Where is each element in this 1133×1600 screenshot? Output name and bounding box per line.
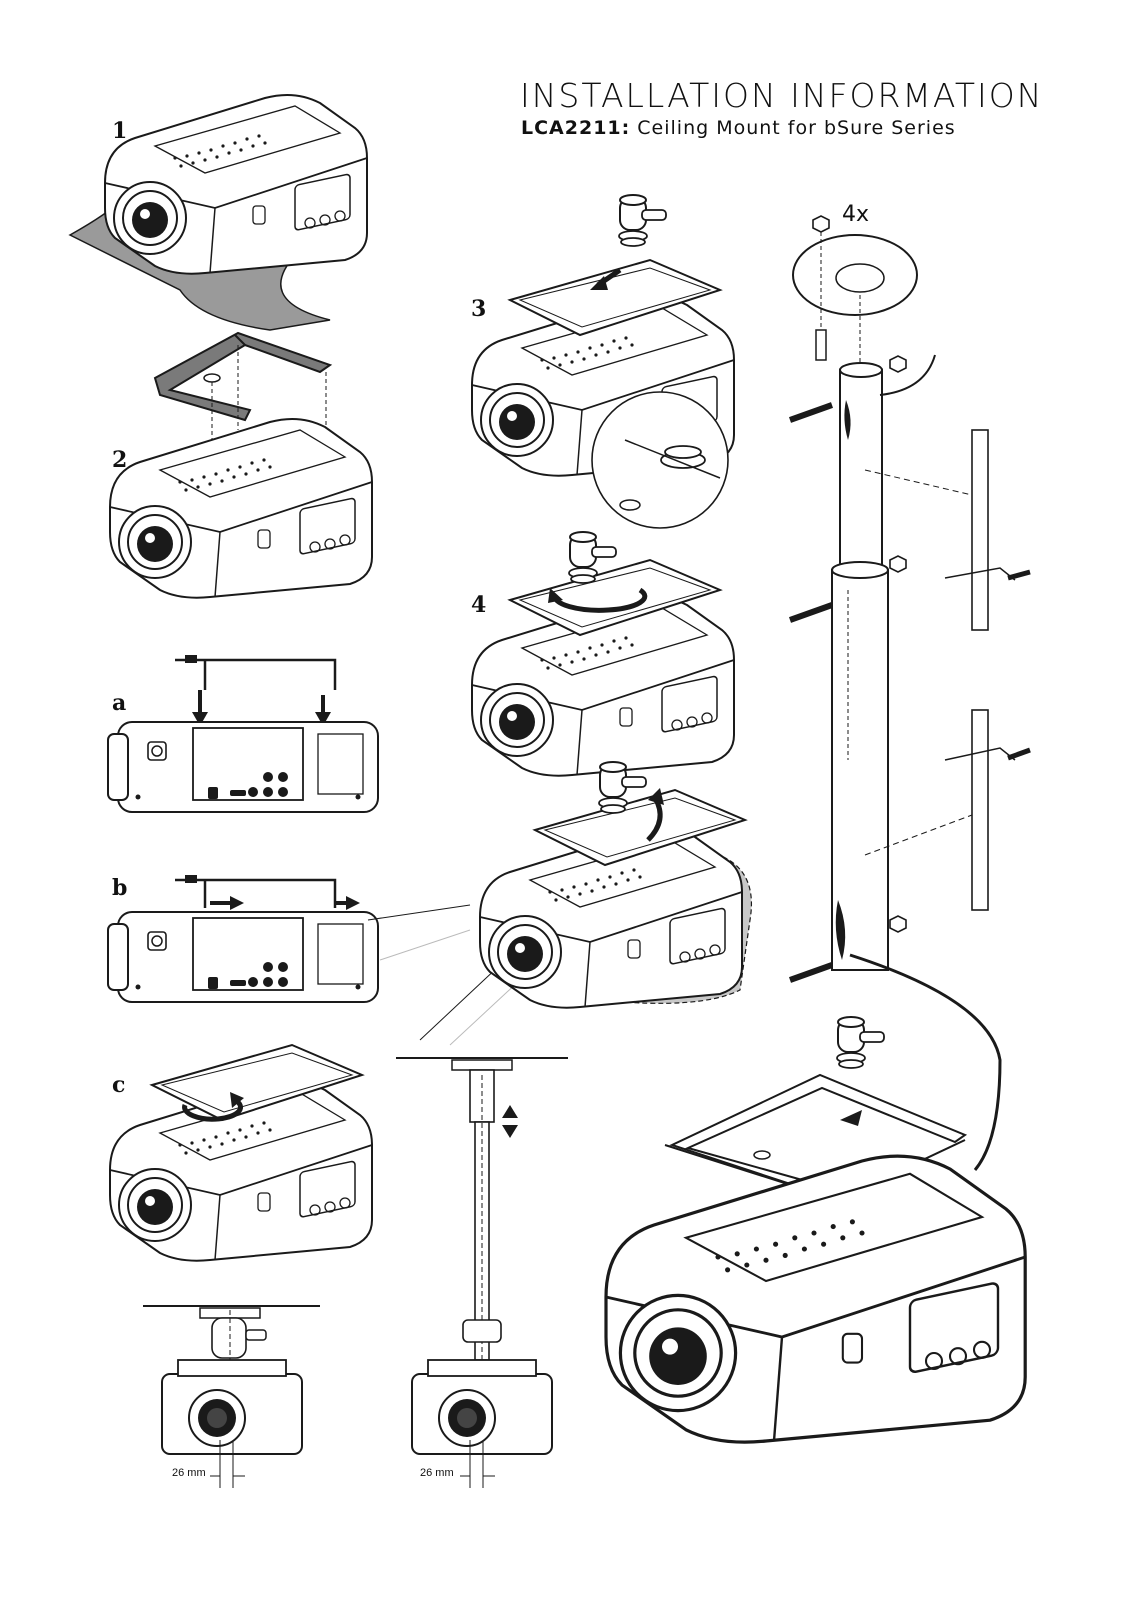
step-label-2: 2 [112, 447, 128, 473]
step-b-illustration [107, 875, 521, 1046]
step-label-b: b [112, 875, 128, 901]
product-description: Ceiling Mount for bSure Series [630, 117, 956, 139]
exploded-ceiling-mount-illustration [604, 215, 1031, 1444]
offset-dimension-right: 26 mm [420, 1467, 454, 1479]
tilted-projector-illustration [479, 761, 752, 1009]
page-title: INSTALLATION INFORMATION [520, 76, 1044, 115]
step-c-illustration [109, 1044, 373, 1262]
page-subtitle: LCA2211: Ceiling Mount for bSure Series [521, 117, 956, 139]
step-3-illustration [471, 194, 735, 529]
quantity-callout: 4x [842, 202, 870, 227]
step-a-illustration [107, 655, 379, 813]
model-number: LCA2211: [521, 117, 631, 139]
step-4-illustration [471, 531, 735, 777]
step-label-a: a [112, 690, 127, 716]
extended-mount-illustration [396, 1057, 568, 1488]
step-label-4: 4 [471, 592, 487, 618]
step-1-illustration [68, 93, 368, 331]
step-label-c: c [112, 1072, 126, 1098]
offset-dimension-left: 26 mm [172, 1467, 206, 1479]
short-mount-illustration [143, 1305, 320, 1488]
step-2-illustration [109, 331, 373, 599]
step-label-3: 3 [471, 296, 487, 322]
step-label-1: 1 [112, 118, 128, 144]
